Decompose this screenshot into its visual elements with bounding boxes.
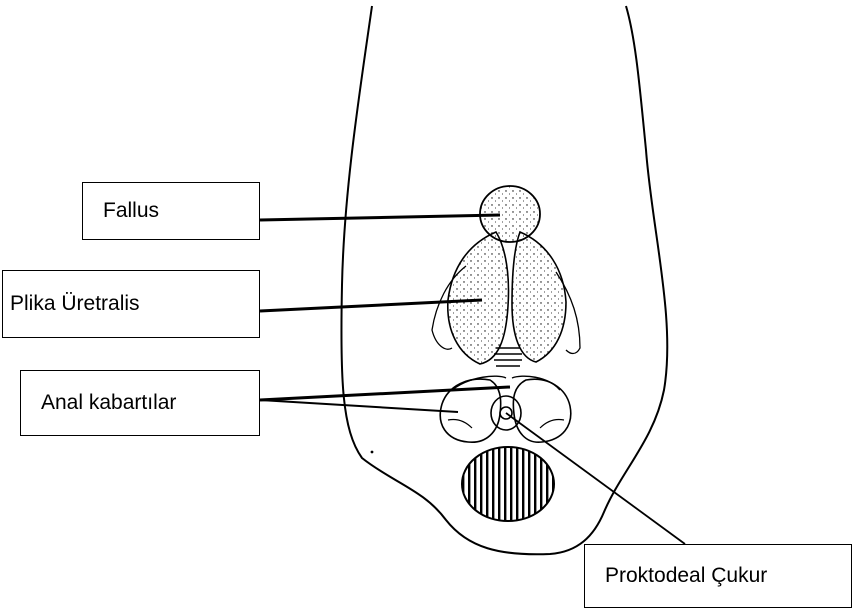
leader-fallus xyxy=(260,215,500,220)
label-fallus-text: Fallus xyxy=(103,199,159,223)
stray-mark xyxy=(371,451,374,454)
right-urethral-fold xyxy=(512,232,566,362)
left-urethral-fold xyxy=(448,232,509,364)
tail-region xyxy=(462,447,554,521)
leader-anal-upper xyxy=(260,387,510,400)
label-fallus: Fallus xyxy=(82,182,260,240)
leader-anal-lower xyxy=(260,400,458,412)
label-proktodeal-cukur: Proktodeal Çukur xyxy=(584,544,852,608)
label-plika-uretralis: Plika Üretralis xyxy=(2,270,260,338)
right-anal-swelling xyxy=(513,379,570,442)
label-plika-uretralis-text: Plika Üretralis xyxy=(10,292,140,316)
label-proktodeal-cukur-text: Proktodeal Çukur xyxy=(605,564,767,588)
label-anal-kabartilar-text: Anal kabartılar xyxy=(41,391,176,415)
label-anal-kabartilar: Anal kabartılar xyxy=(20,370,260,436)
right-swelling-crease xyxy=(540,419,564,428)
left-swelling-crease xyxy=(448,419,472,428)
